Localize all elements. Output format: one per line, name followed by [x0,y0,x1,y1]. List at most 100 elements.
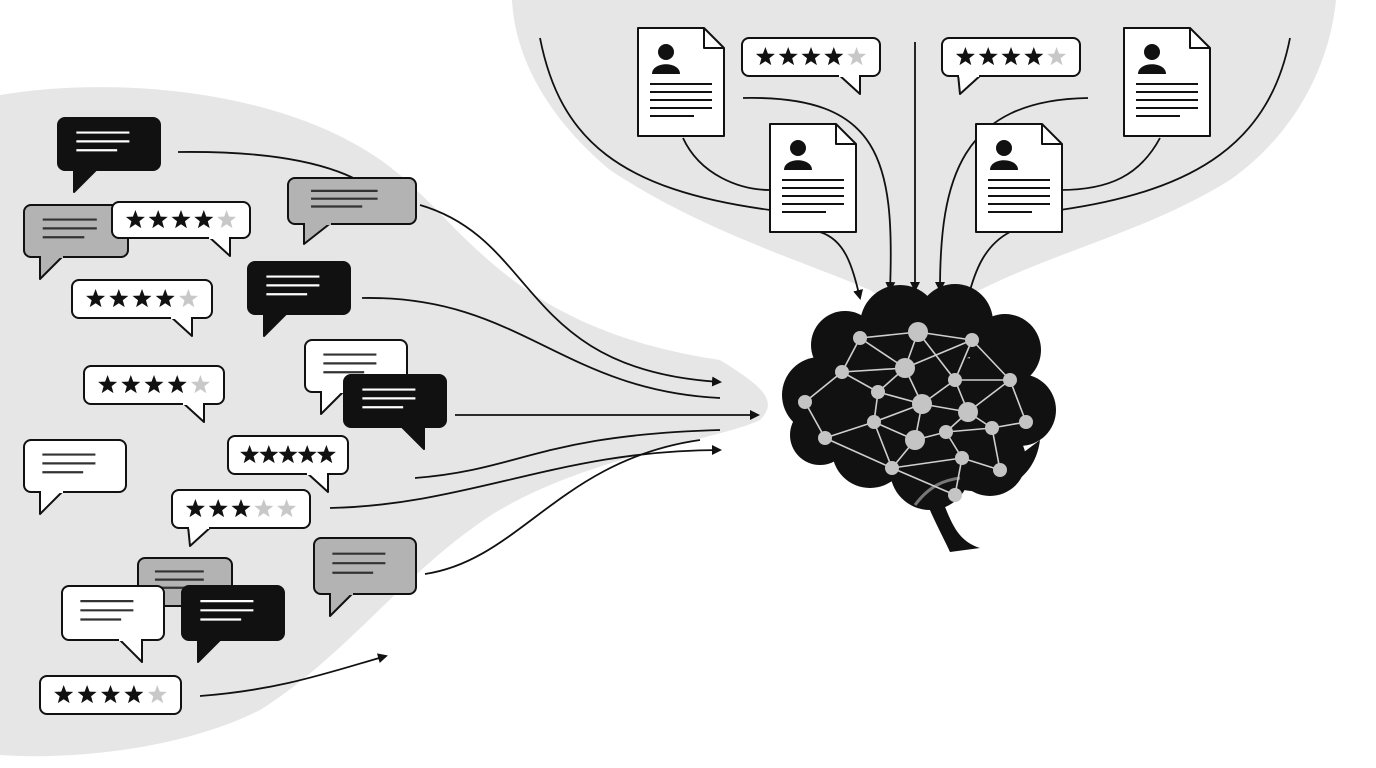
speech-bubble-joint [119,637,141,641]
speech-bubble-body [313,537,417,595]
connector-line-16 [1059,137,1161,191]
speech-bubble-body [23,439,127,493]
speech-bubble-joint [199,637,221,641]
star-icon [1001,47,1021,66]
network-edge [891,467,956,496]
star-icon [801,47,821,66]
star-icon [190,375,210,394]
speech-bubble-body [57,117,161,171]
network-node [958,402,978,422]
star-icon [254,499,274,518]
connector-line-14 [935,97,1089,292]
star-icon [278,445,298,464]
network-node [908,322,928,342]
document-page [769,123,857,233]
star-icon [125,210,145,229]
speech-bubble-body [343,374,447,428]
person-icon [784,140,812,170]
speech-bubble-icon [57,117,161,193]
document-fold [1041,124,1062,145]
star-icon [277,499,297,518]
star-icon [259,445,279,464]
star-icon [217,210,237,229]
rating-card [111,201,251,257]
rating-card-joint [183,401,203,405]
network-edge [945,427,993,433]
speech-bubble-icon [61,585,165,663]
connector-line-6 [329,445,722,509]
connector-line-2 [419,204,722,387]
star-icon [54,685,74,704]
document-fold [703,28,724,49]
profile-document-icon [1123,27,1211,137]
star-icon [1047,47,1067,66]
speech-bubble-joint [401,424,423,428]
network-edge [991,427,1001,471]
network-node [912,394,932,414]
star-icon [240,445,260,464]
rating-card-joint [839,73,859,77]
connector-line-12 [819,231,863,300]
network-node [993,463,1007,477]
speech-bubble-icon [23,439,127,515]
star-icon [178,289,198,308]
connector-line-9 [539,37,771,211]
rating-card [171,489,311,547]
review-bubbles [23,117,447,663]
connector-line-10 [682,137,771,191]
star-icon [755,47,775,66]
speech-bubble-joint [305,221,331,225]
star-icon [297,445,317,464]
connector-line-5 [414,429,721,479]
star-icon [167,375,187,394]
person-head [658,44,674,60]
network-edge [873,421,893,469]
star-icon [194,210,214,229]
speech-bubble-joint [331,591,353,595]
network-node [818,431,832,445]
network-node [885,461,899,475]
rating-card-joint [959,73,979,77]
network-node [939,425,953,439]
profile-document-icon [637,27,725,137]
network-edge [1009,379,1027,423]
network-edge [917,331,956,381]
speech-bubble-body [61,585,165,641]
person-body [652,64,680,74]
network-edge [971,339,1011,381]
connector-line-15 [1059,37,1291,211]
document-fold [835,124,856,145]
rating-card [227,435,349,493]
person-head [996,140,1012,156]
network-node [835,365,849,379]
network-node [867,415,881,429]
brain-network-icon [782,284,1056,552]
profile-document-icon [769,123,857,233]
network-node [955,451,969,465]
connector-lines [177,37,1291,697]
rating-card [941,37,1081,95]
rating-card [71,279,213,337]
rating-card [39,675,182,715]
star-icon [121,375,141,394]
rating-card-joint [307,471,327,475]
star-icon [86,289,106,308]
brain-stem [920,480,980,552]
star-icon [316,445,336,464]
connector-line-8 [199,653,388,697]
speech-bubble-body [287,177,417,225]
star-icon [100,685,121,704]
star-icon [185,499,205,518]
network-edge [824,421,875,439]
rating-card-joint [171,315,191,319]
network-node [905,430,925,450]
document-page [637,27,725,137]
network-node [871,385,885,399]
speech-bubble-icon [181,585,285,663]
star-icon [77,685,97,704]
star-icon [171,210,191,229]
network-edge [904,339,973,369]
brain-fold [913,476,961,506]
connector-line-7 [424,439,701,575]
